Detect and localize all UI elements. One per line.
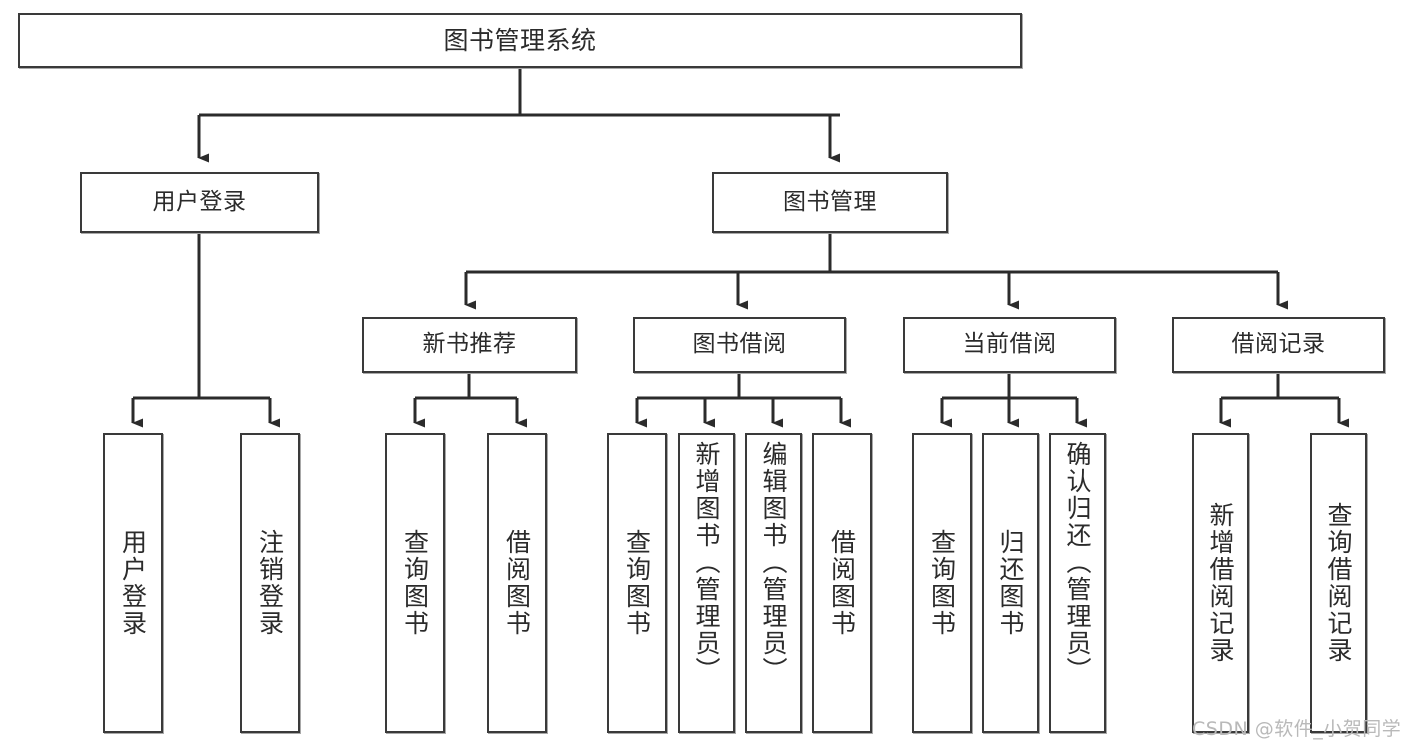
- node-label: 新书推荐: [422, 331, 517, 358]
- node-label: 新增图书（管理员）: [692, 441, 721, 684]
- leaf-user-login-signout[interactable]: 注销登录: [240, 433, 300, 733]
- node-current-borrow[interactable]: 当前借阅: [903, 317, 1116, 373]
- node-label: 查询图书: [400, 529, 430, 637]
- watermark: CSDN @软件_小贺同学: [1192, 718, 1402, 740]
- leaf-borrow-add-book-admin[interactable]: 新增图书（管理员）: [678, 433, 735, 733]
- node-label: 查询图书: [622, 529, 652, 637]
- node-label: 注销登录: [255, 529, 285, 637]
- leaf-current-query-book[interactable]: 查询图书: [912, 433, 972, 733]
- node-borrow-record[interactable]: 借阅记录: [1172, 317, 1385, 373]
- node-label: 编辑图书（管理员）: [759, 441, 788, 684]
- node-user-login[interactable]: 用户登录: [80, 172, 319, 233]
- leaf-current-confirm-return-admin[interactable]: 确认归还（管理员）: [1049, 433, 1106, 733]
- node-new-book-recommend[interactable]: 新书推荐: [362, 317, 577, 373]
- node-label: 图书借阅: [692, 331, 787, 358]
- leaf-record-add-borrow-record[interactable]: 新增借阅记录: [1192, 433, 1249, 733]
- leaf-borrow-query-book[interactable]: 查询图书: [607, 433, 667, 733]
- node-label: 归还图书: [996, 529, 1025, 637]
- node-book-management[interactable]: 图书管理: [712, 172, 948, 233]
- node-label: 借阅图书: [827, 529, 857, 637]
- leaf-record-query-borrow-record[interactable]: 查询借阅记录: [1310, 433, 1367, 733]
- node-label: 新增借阅记录: [1206, 502, 1235, 664]
- node-label: 图书管理系统: [443, 25, 597, 55]
- node-label: 用户登录: [118, 529, 148, 637]
- leaf-borrow-edit-book-admin[interactable]: 编辑图书（管理员）: [745, 433, 802, 733]
- leaf-current-return-book[interactable]: 归还图书: [982, 433, 1039, 733]
- node-label: 用户登录: [152, 188, 247, 215]
- node-book-borrow[interactable]: 图书借阅: [633, 317, 846, 373]
- node-label: 当前借阅: [962, 331, 1057, 358]
- node-label: 确认归还（管理员）: [1063, 441, 1092, 684]
- leaf-borrow-borrow-book[interactable]: 借阅图书: [812, 433, 872, 733]
- node-label: 查询借阅记录: [1324, 502, 1353, 664]
- leaf-recommend-borrow-book[interactable]: 借阅图书: [487, 433, 547, 733]
- node-label: 图书管理: [783, 188, 877, 215]
- node-root-library-system[interactable]: 图书管理系统: [18, 13, 1022, 68]
- node-label: 查询图书: [927, 529, 957, 637]
- node-label: 借阅图书: [502, 529, 532, 637]
- leaf-recommend-query-book[interactable]: 查询图书: [385, 433, 445, 733]
- node-label: 借阅记录: [1231, 331, 1326, 358]
- leaf-user-login-signin[interactable]: 用户登录: [103, 433, 163, 733]
